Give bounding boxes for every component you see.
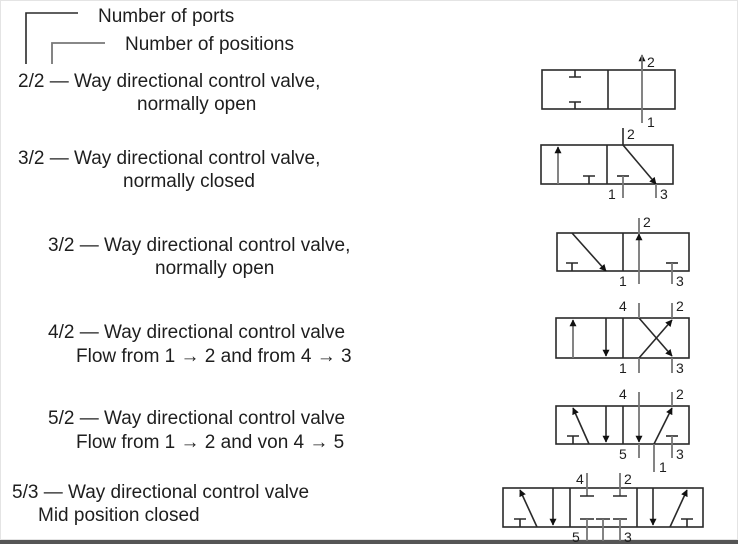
valve-title: 5/3 — Way directional control valve <box>12 482 309 503</box>
valve-subtitle: normally open <box>155 258 274 279</box>
valve-symbol-5-3: 4 2 5 3 <box>502 471 704 544</box>
positions-label: Number of positions <box>125 34 294 55</box>
port-label: 5 <box>619 446 627 462</box>
port-label: 4 <box>619 298 627 314</box>
port-label: 2 <box>647 54 655 70</box>
valve-title: 3/2 — Way directional control valve, <box>18 148 320 169</box>
valve-title: 3/2 — Way directional control valve, <box>48 235 350 256</box>
ports-label: Number of ports <box>98 6 234 27</box>
port-label: 3 <box>676 360 684 376</box>
valve-symbol-5-2: 4 2 5 3 1 <box>555 386 690 475</box>
legend-leaders <box>25 12 105 64</box>
valve-symbol-2-2-no: 2 1 <box>541 54 676 130</box>
port-label: 4 <box>576 471 584 487</box>
valve-symbol-3-2-no: 2 1 3 <box>556 214 690 289</box>
port-label: 4 <box>619 386 627 402</box>
valve-symbol-4-2: 4 2 1 3 <box>555 298 690 376</box>
valve-subtitle: Flow from 1 → 2 and von 4 → 5 <box>76 432 344 453</box>
port-label: 1 <box>608 186 616 202</box>
valve-subtitle: normally closed <box>123 171 255 192</box>
bottom-bar <box>0 540 738 544</box>
valve-title: 2/2 — Way directional control valve, <box>18 71 320 92</box>
port-label: 3 <box>660 186 668 202</box>
valve-title: 4/2 — Way directional control valve <box>48 322 345 343</box>
port-label: 2 <box>643 214 651 230</box>
port-label: 1 <box>619 273 627 289</box>
valve-title: 5/2 — Way directional control valve <box>48 408 345 429</box>
port-label: 5 <box>572 529 580 544</box>
port-label: 1 <box>647 114 655 130</box>
valve-symbol-3-2-nc: 2 1 3 <box>540 126 674 202</box>
port-label: 1 <box>659 459 667 475</box>
valve-subtitle: Mid position closed <box>38 505 200 526</box>
port-label: 3 <box>676 273 684 289</box>
port-label: 3 <box>676 446 684 462</box>
valve-subtitle: normally open <box>137 94 256 115</box>
port-label: 3 <box>624 529 632 544</box>
port-label: 2 <box>676 386 684 402</box>
port-label: 2 <box>624 471 632 487</box>
port-label: 1 <box>619 360 627 376</box>
port-label: 2 <box>627 126 635 142</box>
port-label: 2 <box>676 298 684 314</box>
valve-subtitle: Flow from 1 → 2 and from 4 → 3 <box>76 346 352 367</box>
